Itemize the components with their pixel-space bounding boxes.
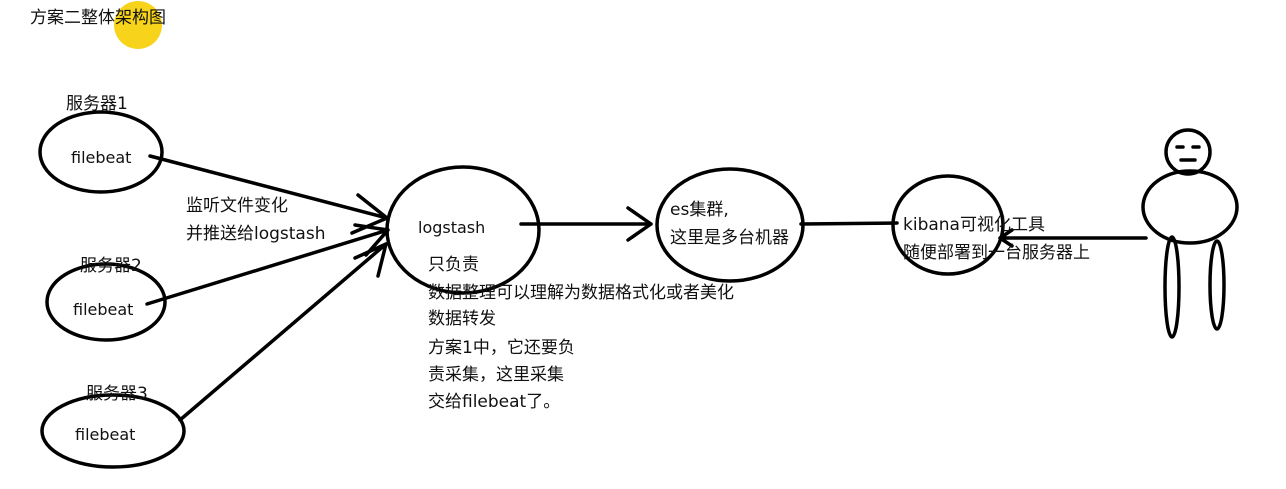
person-face (1175, 145, 1201, 162)
person-right-leg (1208, 239, 1226, 331)
cursor-highlight (114, 1, 162, 49)
server1-filebeat-label: filebeat (71, 148, 132, 167)
arrow-server2-logstash (145, 223, 390, 306)
logstash-note-4: 方案1中，它还要负 (428, 338, 575, 358)
es-label-line2: 这里是多台机器 (670, 228, 789, 248)
person-head (1164, 128, 1212, 176)
line-es-kibana (799, 221, 899, 226)
server2-label: 服务器2 (80, 256, 142, 276)
diagram-title: 方案二整体架构图 (30, 8, 166, 28)
arrow-logstash-es (519, 206, 653, 242)
server1-ellipse (38, 110, 164, 194)
kibana-ellipse (891, 174, 1005, 276)
kibana-label-line1: kibana可视化工具 (903, 215, 1045, 235)
server2-ellipse (45, 262, 167, 342)
person-body (1141, 169, 1239, 245)
logstash-label: logstash (418, 218, 486, 237)
server3-ellipse (40, 393, 186, 469)
logstash-note-2: 数据整理可以理解为数据格式化或者美化 (428, 283, 734, 303)
es-label-line1: es集群, (670, 200, 729, 220)
server3-filebeat-label: filebeat (75, 425, 136, 444)
arrow-server3-logstash (178, 242, 388, 422)
arrow-note-line2: 并推送给logstash (186, 224, 326, 244)
logstash-note-5: 责采集，这里采集 (428, 365, 564, 385)
server1-label: 服务器1 (66, 94, 128, 114)
kibana-label-line2: 随便部署到一台服务器上 (903, 243, 1090, 263)
arrow-note-line1: 监听文件变化 (186, 196, 288, 216)
logstash-note-1: 只负责 (428, 255, 479, 275)
es-ellipse (655, 167, 805, 283)
arrow-person-kibana (998, 228, 1148, 248)
logstash-note-3: 数据转发 (428, 309, 496, 329)
server2-filebeat-label: filebeat (73, 300, 134, 319)
person-left-leg (1163, 235, 1181, 339)
server3-label: 服务器3 (86, 384, 148, 404)
logstash-note-6: 交给filebeat了。 (428, 392, 561, 412)
